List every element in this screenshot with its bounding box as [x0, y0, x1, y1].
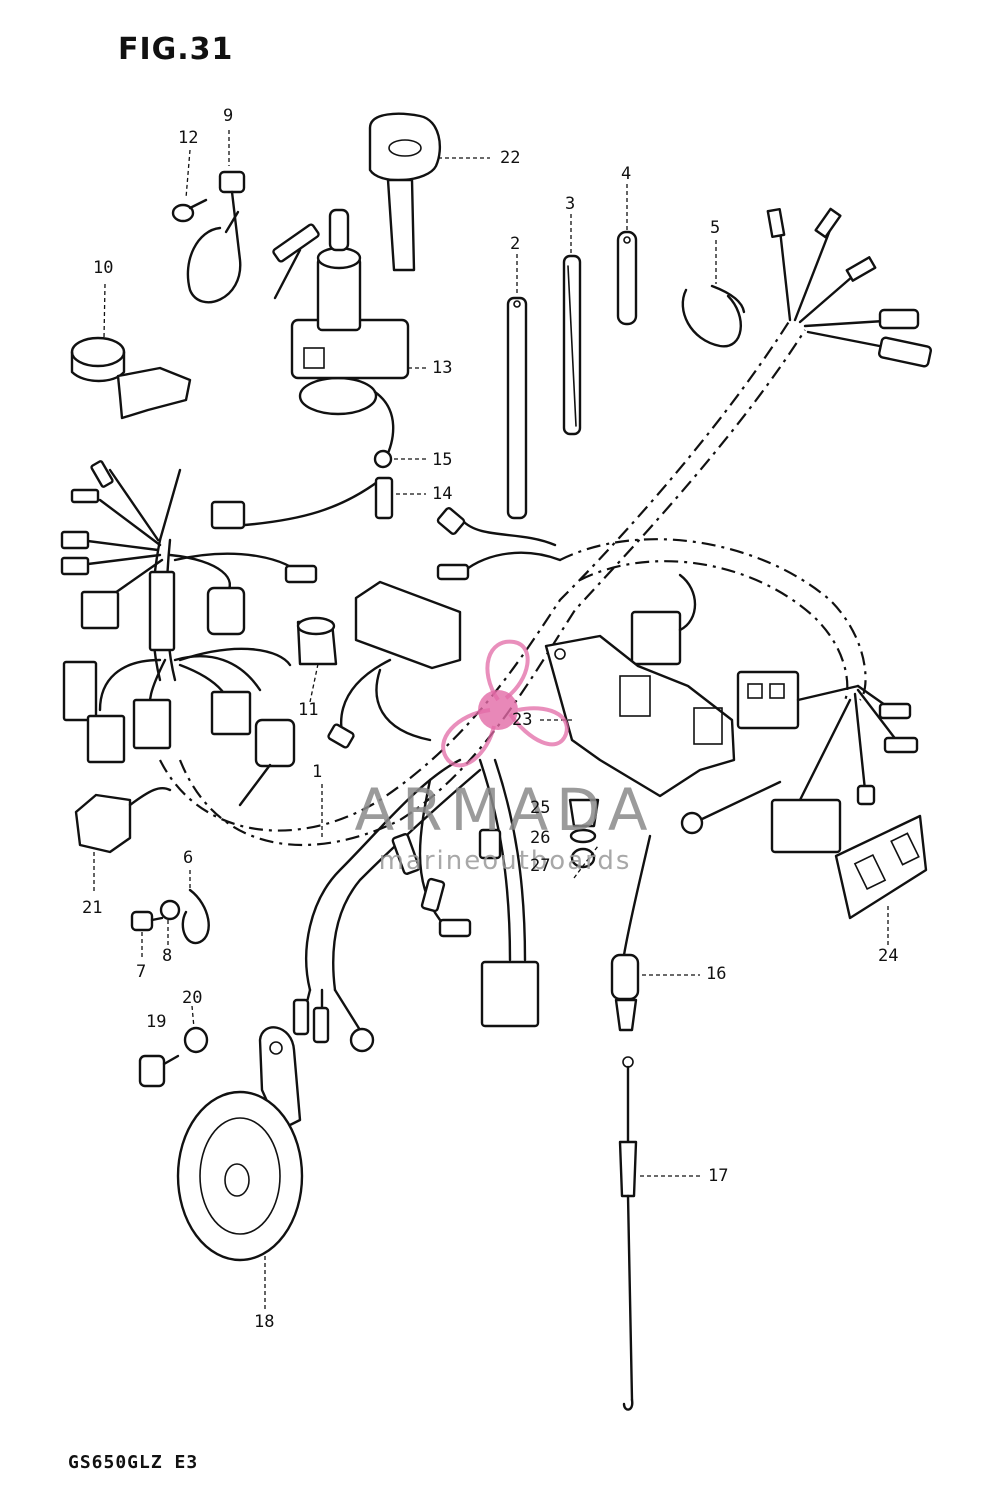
armada-logo-mark [441, 639, 569, 768]
bracket-23 [544, 634, 736, 798]
callout-20: 20 [182, 988, 203, 1008]
horn-18 [176, 1026, 304, 1310]
callout-19: 19 [146, 1012, 167, 1032]
callout-23: 23 [512, 710, 533, 730]
cable-16 [610, 834, 700, 1032]
callout-8: 8 [162, 946, 173, 966]
callout-15: 15 [432, 450, 453, 470]
terminal-14 [374, 476, 394, 520]
callout-1: 1 [312, 762, 323, 782]
callout-25: 25 [530, 798, 551, 818]
callout-21: 21 [82, 898, 103, 918]
callout-2: 2 [510, 234, 521, 254]
clamp-9 [186, 170, 246, 304]
callout-24: 24 [878, 946, 899, 966]
callout-12: 12 [178, 128, 199, 148]
clamp-10 [70, 336, 192, 420]
callout-22: 22 [500, 148, 521, 168]
washer-26 [569, 828, 597, 844]
callout-11: 11 [298, 700, 319, 720]
leader-lines [93, 130, 889, 1029]
cable-17 [618, 1056, 700, 1411]
callout-3: 3 [565, 194, 576, 214]
callout-16: 16 [706, 964, 727, 984]
callout-13: 13 [432, 358, 453, 378]
left-connector-cluster [60, 460, 462, 854]
callout-17: 17 [708, 1166, 729, 1186]
bolt-25 [568, 798, 600, 828]
model-code: GS650GLZ E3 [68, 1452, 199, 1473]
clip-4 [616, 230, 638, 326]
bolt-19 [138, 1054, 180, 1088]
callout-6: 6 [183, 848, 194, 868]
main-wiring-harness [159, 207, 932, 1053]
callout-5: 5 [710, 218, 721, 238]
watermark-brand: ARMADA [354, 776, 656, 844]
callout-27: 27 [530, 856, 551, 876]
ignition-switch [210, 208, 410, 530]
bolt-12 [171, 198, 208, 223]
ignition-key [368, 112, 442, 272]
figure-title: FIG.31 [118, 32, 234, 67]
callout-7: 7 [136, 962, 147, 982]
fuse-rod-3 [562, 254, 582, 436]
callout-4: 4 [621, 164, 632, 184]
washer-8 [159, 899, 181, 921]
screw-7 [130, 910, 164, 932]
band-5 [681, 284, 746, 348]
callout-9: 9 [223, 106, 234, 126]
fuse-rod-2 [506, 296, 528, 520]
callout-26: 26 [530, 828, 551, 848]
bracket-24 [834, 814, 928, 920]
callout-10: 10 [93, 258, 114, 278]
callout-14: 14 [432, 484, 453, 504]
clamp-6 [181, 888, 210, 945]
grommet-15 [373, 449, 393, 469]
watermark-tagline: marineoutboards [378, 846, 632, 876]
washer-20 [183, 1026, 209, 1054]
callout-18: 18 [254, 1312, 275, 1332]
